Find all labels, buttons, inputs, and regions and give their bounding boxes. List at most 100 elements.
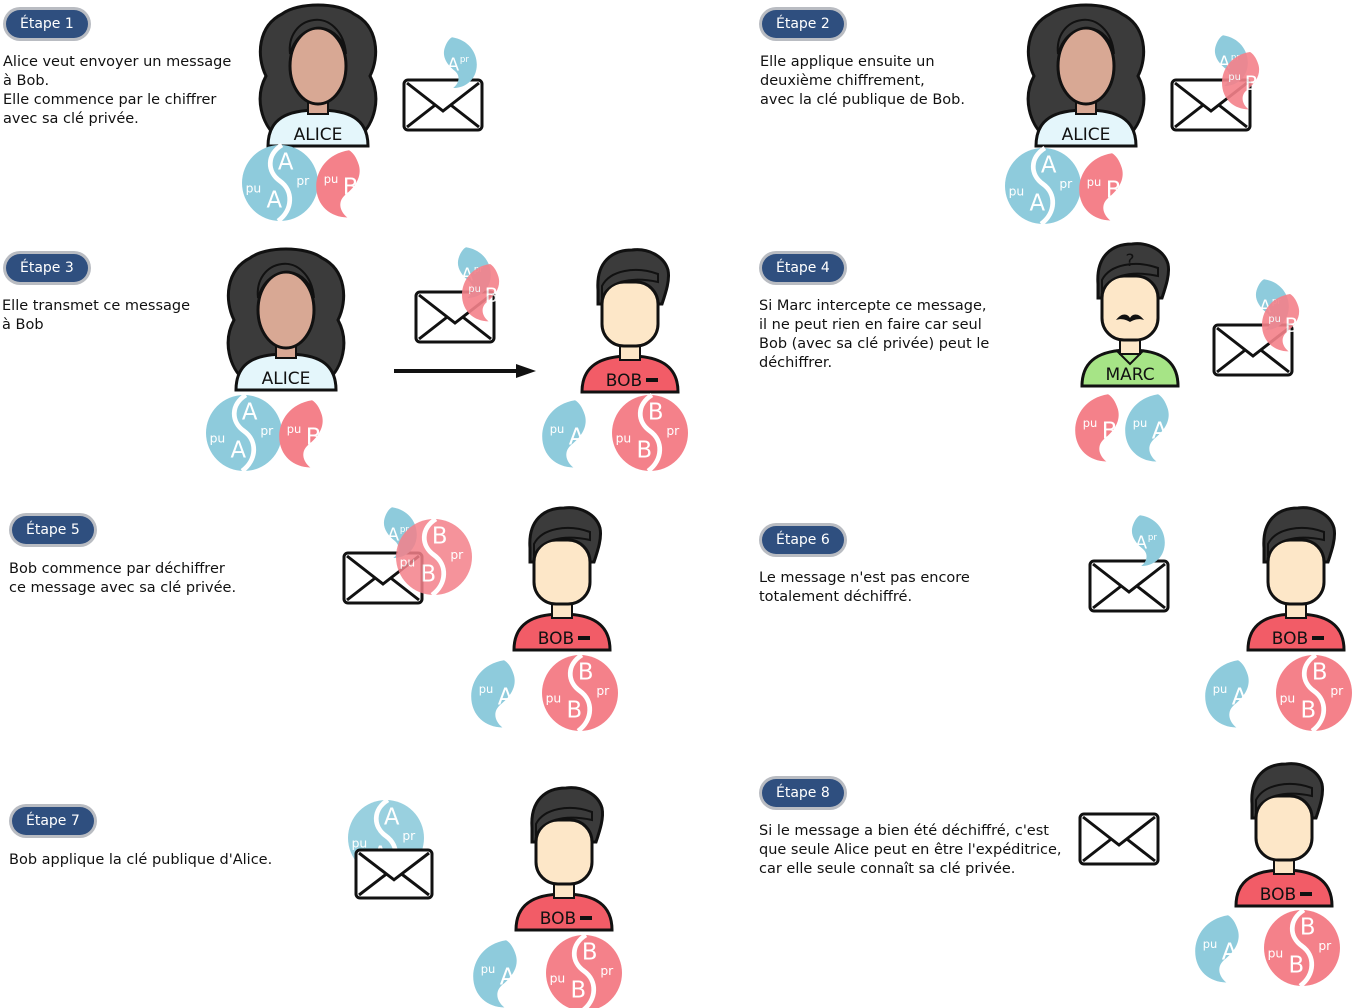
- step-4-badge: Étape 4: [762, 254, 844, 282]
- key-shape: [279, 400, 323, 468]
- key-sub: pu: [479, 682, 494, 696]
- key-sub: pr: [450, 548, 464, 562]
- key-letter: A: [569, 424, 585, 450]
- envelope-fold: [1217, 103, 1248, 129]
- key-shape: [1195, 915, 1239, 983]
- step-4-text: Si Marc intercepte ce message, il ne peu…: [759, 298, 990, 371]
- key-letter: B: [1102, 418, 1118, 444]
- face-shape: [1100, 274, 1160, 342]
- bob-public-key-3: Bpu: [279, 400, 323, 468]
- key-shape: [1075, 394, 1119, 462]
- key-letter: B: [343, 174, 359, 200]
- key-shape: [1262, 294, 1300, 352]
- key-shape: [1205, 660, 1249, 728]
- key-sub: pr: [1330, 684, 1344, 698]
- face-shape: [1266, 538, 1326, 606]
- key-letter: A: [500, 964, 516, 990]
- bob-avatar-6: BOB: [1246, 506, 1346, 652]
- key-pair-divider: [1289, 907, 1315, 988]
- envelope-fold: [1216, 348, 1247, 374]
- key-sub: pu: [1228, 72, 1240, 83]
- key-sub: pu: [1268, 314, 1280, 325]
- key-shape: [443, 37, 477, 89]
- key-letter: B: [1288, 953, 1304, 979]
- face-shape: [534, 818, 594, 886]
- key-letter: B: [1285, 314, 1298, 337]
- step-8-text: Si le message a bien été déchiffré, c'es…: [759, 823, 1062, 877]
- envelope-fold: [1092, 584, 1123, 610]
- key-sub: pu: [1083, 416, 1098, 430]
- key-letter: A: [1152, 418, 1168, 444]
- alice-public-key-8: Apu: [1195, 915, 1239, 983]
- marc-avatar-4: ?MARC: [1080, 242, 1180, 388]
- key-letter: B: [582, 940, 598, 966]
- step-5-text: Bob commence par déchiffrer ce message a…: [9, 561, 237, 596]
- bob-avatar-5: BOB: [512, 506, 612, 652]
- envelope-body: [354, 848, 434, 900]
- key-letter: B: [485, 284, 498, 307]
- step-6-text: Le message n'est pas encore totalement d…: [759, 570, 970, 605]
- face-shape: [1254, 794, 1314, 862]
- face-shape: [288, 26, 348, 106]
- key-sub: pu: [1213, 682, 1228, 696]
- bob-public-key-4: Bpu: [1075, 394, 1119, 462]
- bob-name: BOB: [1272, 629, 1308, 649]
- key-sub: pu: [550, 422, 565, 436]
- key-letter: B: [578, 660, 594, 686]
- alice-public-key-7: Apu: [473, 940, 517, 1008]
- envelope-body: [402, 78, 484, 132]
- key-shape: [473, 940, 517, 1008]
- step-8-badge: Étape 8: [762, 779, 844, 807]
- pocket-mark: [1312, 636, 1324, 640]
- key-letter: A: [384, 805, 400, 831]
- envelope-fold: [1125, 837, 1156, 863]
- key-pair-divider: [231, 392, 257, 473]
- step-3-text: Elle transmet ce message à Bob: [2, 298, 191, 333]
- bob-name: BOB: [606, 371, 642, 391]
- bob-name: BOB: [538, 629, 574, 649]
- key-shape: [1125, 394, 1169, 462]
- key-sub: pr: [296, 174, 310, 188]
- bob-public-key-on-envelope-2: Bpu: [1222, 52, 1260, 110]
- key-letter: B: [432, 524, 448, 550]
- key-sub: pr: [600, 964, 614, 978]
- key-letter: A: [1029, 191, 1045, 217]
- key-shape: [1079, 153, 1123, 221]
- step-2-badge: Étape 2: [762, 10, 844, 38]
- key-letter: A: [1222, 939, 1238, 965]
- key-sub: pu: [468, 284, 480, 295]
- alice-public-key-5: Apu: [471, 660, 515, 728]
- key-shape: [471, 660, 515, 728]
- envelope-flap: [1082, 815, 1156, 847]
- fringe-shape: [256, 262, 315, 299]
- envelope-7: [354, 848, 434, 900]
- face-shape: [256, 270, 316, 350]
- key-letter: A: [1041, 153, 1057, 179]
- key-shape: [316, 150, 360, 218]
- key-letter: B: [1300, 698, 1316, 724]
- key-sub: pr: [1059, 177, 1073, 191]
- fringe-shape: [1101, 263, 1159, 293]
- alice-public-key-3: Apu: [542, 400, 586, 468]
- key-letter: B: [648, 400, 664, 426]
- face-shape: [1056, 26, 1116, 106]
- alice-name: ALICE: [262, 369, 311, 389]
- alice-avatar-1: ALICE: [258, 3, 378, 148]
- fringe-shape: [533, 527, 591, 557]
- key-pair-divider: [1030, 145, 1056, 226]
- mustache-shape: [1116, 314, 1144, 322]
- alice-name: ALICE: [1062, 125, 1111, 145]
- face-shape: [532, 538, 592, 606]
- alice-avatar-2: ALICE: [1026, 3, 1146, 148]
- key-pair-divider: [571, 932, 597, 1008]
- key-sub: pr: [666, 424, 680, 438]
- key-sub: pr: [402, 829, 416, 843]
